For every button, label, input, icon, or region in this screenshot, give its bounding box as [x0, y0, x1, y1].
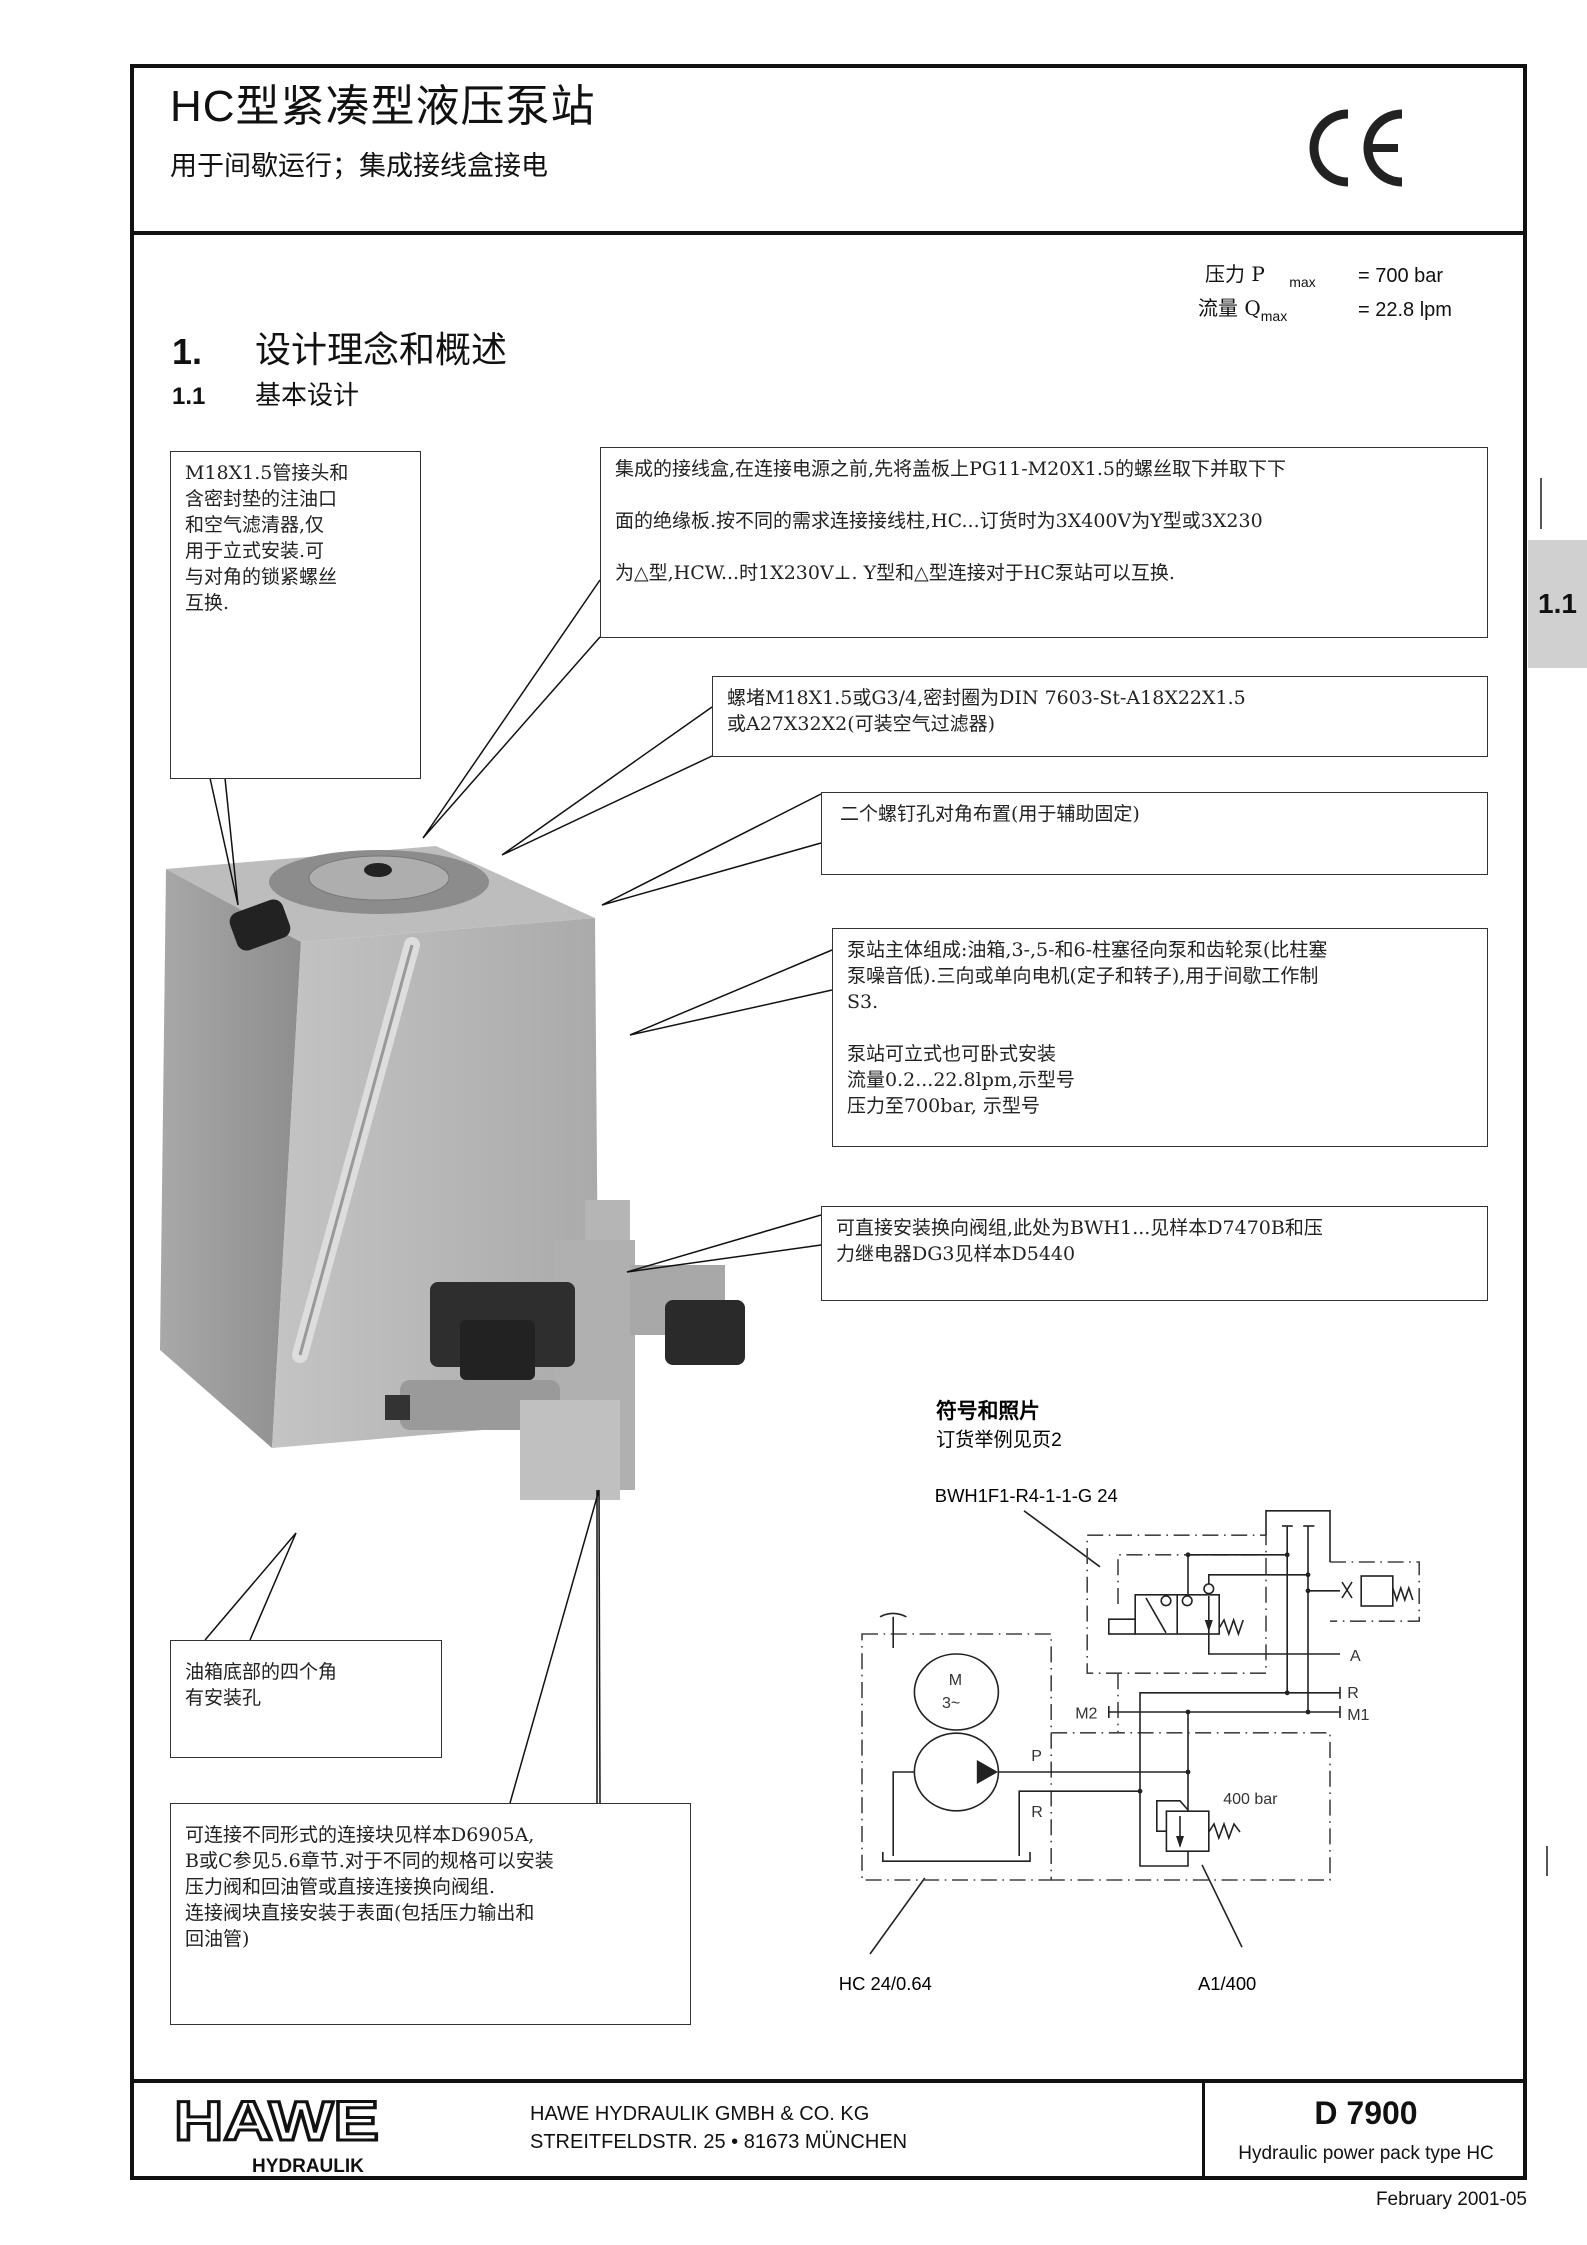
- spec-label: 流量 Q: [1198, 296, 1261, 320]
- doc-title: Hydraulic power pack type HC: [1238, 2143, 1494, 2164]
- schematic-heading: 符号和照片: [935, 1399, 1040, 1423]
- callout-filler: M18X1.5管接头和 含密封垫的注油口 和空气滤清器,仅 用于立式安装.可 与…: [170, 451, 421, 779]
- subsection-title: 基本设计: [255, 380, 360, 410]
- section-tab[interactable]: 1.1: [1528, 540, 1587, 668]
- spec-pressure-value: = 700 bar: [1358, 265, 1444, 287]
- callout-pointers: [204, 579, 833, 1804]
- section-number: 1.: [172, 331, 203, 372]
- filler-cap: [229, 899, 291, 951]
- block-label: A1/400: [1198, 1973, 1256, 1994]
- relief-valve: [1165, 1810, 1210, 1852]
- pressure-switch: [1360, 1575, 1394, 1607]
- port-p: P: [1031, 1748, 1042, 1765]
- callout-main-body: 泵站主体组成:油箱,3-,5-和6-柱塞径向泵和齿轮泵(比柱塞 泵噪音低).三向…: [832, 928, 1488, 1147]
- callout-valve-bank: 可直接安装换向阀组,此处为BWH1...见样本D7470B和压 力继电器DG3见…: [821, 1206, 1488, 1301]
- relief-setting: 400 bar: [1223, 1791, 1278, 1808]
- page-title: HC型紧凑型液压泵站: [170, 82, 596, 131]
- doc-date: February 2001-05: [1375, 2189, 1527, 2210]
- valve-label: BWH1F1-R4-1-1-G 24: [935, 1485, 1118, 1506]
- spec-label: 压力 P: [1205, 262, 1265, 286]
- spec-flow-value: = 22.8 lpm: [1358, 299, 1452, 321]
- margin-bar: [1546, 1846, 1548, 1876]
- spec-pressure: 压力 P max: [1205, 262, 1316, 290]
- logo-subtext: HYDRAULIK: [252, 2156, 364, 2176]
- solenoid-right: [665, 1300, 745, 1365]
- port-r-pump: R: [1031, 1804, 1043, 1821]
- motor-phase: 3~: [942, 1695, 960, 1712]
- hydraulic-schematic: 符号和照片 订货举例见页2 BWH1F1-R4-1-1-G 24 HC 24/0…: [839, 1399, 1420, 1994]
- company-name: HAWE HYDRAULIK GMBH & CO. KG: [530, 2103, 870, 2125]
- callout-plug: 螺堵M18X1.5或G3/4,密封圈为DIN 7603-St-A18X22X1.…: [712, 676, 1488, 757]
- callout-terminal-box: 集成的接线盒,在连接电源之前,先将盖板上PG11-M20X1.5的螺丝取下并取下…: [600, 447, 1488, 638]
- ce-mark: [1309, 109, 1403, 187]
- port-m2: M2: [1075, 1705, 1097, 1722]
- motor-label: M: [949, 1672, 962, 1689]
- logo-text: HAWE: [174, 2092, 379, 2152]
- footer-cell-divider: [1202, 2081, 1205, 2178]
- spec-sub: max: [1289, 274, 1316, 290]
- company-address: STREITFELDSTR. 25 • 81673 MÜNCHEN: [530, 2131, 908, 2153]
- doc-number: D 7900: [1314, 2095, 1418, 2131]
- page-frame: [130, 64, 1527, 2180]
- section-title: 设计理念和概述: [255, 329, 508, 370]
- page-subtitle: 用于间歇运行；集成接线盒接电: [170, 151, 548, 181]
- spec-sub: max: [1260, 308, 1288, 324]
- product-photo: [160, 846, 745, 1500]
- footer-divider: [130, 2079, 1527, 2083]
- port-m1: M1: [1347, 1707, 1369, 1724]
- callout-mount-holes: 油箱底部的四个角 有安装孔: [170, 1640, 442, 1758]
- port-r: R: [1347, 1685, 1359, 1702]
- subsection-number: 1.1: [172, 383, 206, 410]
- callout-screw-holes: 二个螺钉孔对角布置(用于辅助固定): [821, 792, 1488, 875]
- callout-connection-block: 可连接不同形式的连接块见样本D6905A, B或C参见5.6章节.对于不同的规格…: [170, 1803, 691, 2025]
- port-a: A: [1350, 1648, 1361, 1665]
- margin-bar: [1540, 478, 1542, 529]
- motor-symbol: [913, 1653, 1000, 1731]
- hawe-logo: HAWE HYDRAULIK: [173, 2092, 381, 2176]
- spec-flow: 流量 Qmax: [1198, 296, 1288, 324]
- pump-label: HC 24/0.64: [839, 1973, 932, 1994]
- header-divider: [130, 231, 1527, 235]
- schematic-subheading: 订货举例见页2: [936, 1429, 1062, 1451]
